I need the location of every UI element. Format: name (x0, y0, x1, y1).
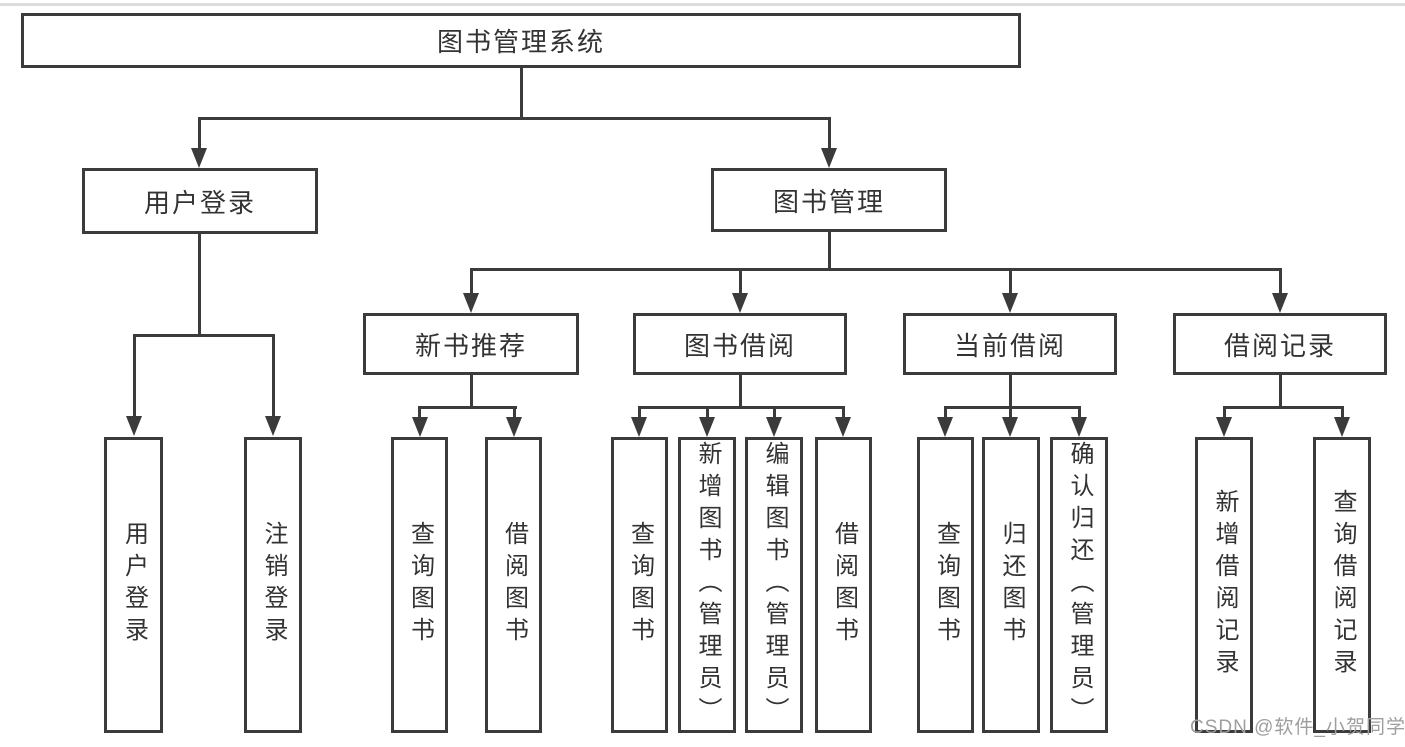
connector-line (133, 334, 136, 418)
arrowhead-icon (699, 417, 715, 437)
connector-line (739, 375, 742, 409)
node-book-borrow: 图书借阅 (633, 313, 847, 375)
connector-line (638, 406, 845, 409)
connector-line (1279, 375, 1282, 409)
leaf-current-query: 查询图书 (917, 437, 974, 733)
leaf-borrow-edit-label: 编辑图书（管理员） (761, 441, 788, 729)
leaf-user-login: 用户登录 (104, 437, 163, 733)
arrowhead-icon (1002, 417, 1018, 437)
arrowhead-icon (937, 417, 953, 437)
arrowhead-icon (191, 148, 207, 168)
leaf-record-add-label: 新增借阅记录 (1211, 489, 1238, 681)
node-borrow-record-label: 借阅记录 (1223, 330, 1336, 361)
node-root-label: 图书管理系统 (436, 27, 605, 57)
arrowhead-icon (732, 293, 748, 313)
leaf-newbook-borrow-label: 借阅图书 (500, 521, 528, 649)
arrowhead-icon (1334, 417, 1350, 437)
leaf-newbook-query-label: 查询图书 (406, 521, 434, 649)
leaf-logout: 注销登录 (244, 437, 302, 733)
connector-line (638, 406, 641, 419)
connector-line (1279, 268, 1282, 296)
connector-line (944, 406, 1081, 409)
connector-line (513, 406, 516, 419)
node-new-book-recommend-label: 新书推荐 (414, 330, 527, 361)
arrowhead-icon (506, 417, 522, 437)
arrowhead-icon (126, 416, 142, 436)
leaf-current-confirm-return-label: 确认归还（管理员） (1066, 441, 1093, 729)
connector-line (470, 268, 473, 296)
leaf-logout-label: 注销登录 (260, 521, 287, 649)
leaf-borrow-borrow-label: 借阅图书 (830, 521, 858, 649)
arrowhead-icon (821, 148, 837, 168)
connector-line (1009, 375, 1012, 409)
leaf-newbook-borrow: 借阅图书 (485, 437, 542, 733)
leaf-current-query-label: 查询图书 (932, 521, 960, 649)
connector-line (272, 334, 275, 418)
connector-line (828, 232, 831, 271)
leaf-borrow-add-label: 新增图书（管理员） (694, 441, 721, 729)
connector-line (418, 406, 517, 409)
leaf-user-login-label: 用户登录 (120, 521, 148, 649)
arrowhead-icon (1216, 417, 1232, 437)
connector-line (1009, 268, 1012, 296)
leaf-borrow-query: 查询图书 (611, 437, 668, 733)
connector-line (1223, 406, 1344, 409)
connector-line (1223, 406, 1226, 419)
arrowhead-icon (1272, 293, 1288, 313)
node-user-login: 用户登录 (82, 168, 318, 234)
connector-line (739, 268, 742, 296)
connector-line (1341, 406, 1344, 419)
leaf-borrow-add: 新增图书（管理员） (678, 437, 736, 733)
node-book-management: 图书管理 (711, 168, 947, 232)
connector-line (842, 406, 845, 419)
node-book-management-label: 图书管理 (772, 186, 885, 217)
connector-line (470, 375, 473, 409)
connector-line (133, 334, 275, 337)
leaf-borrow-borrow: 借阅图书 (815, 437, 872, 733)
scan-artifact-line (0, 3, 1405, 6)
connector-line (470, 268, 1282, 271)
node-borrow-record: 借阅记录 (1173, 313, 1387, 375)
connector-line (944, 406, 947, 419)
leaf-borrow-edit: 编辑图书（管理员） (745, 437, 803, 733)
arrowhead-icon (631, 417, 647, 437)
node-current-borrow-label: 当前借阅 (953, 330, 1066, 361)
node-current-borrow: 当前借阅 (903, 313, 1117, 375)
leaf-borrow-query-label: 查询图书 (626, 521, 654, 649)
connector-line (418, 406, 421, 419)
connector-line (1078, 406, 1081, 419)
connector-line (198, 234, 201, 336)
connector-line (198, 117, 201, 150)
node-book-borrow-label: 图书借阅 (683, 330, 796, 361)
arrowhead-icon (463, 293, 479, 313)
node-new-book-recommend: 新书推荐 (363, 313, 579, 375)
leaf-record-query: 查询借阅记录 (1313, 437, 1371, 733)
connector-line (520, 68, 523, 119)
leaf-current-confirm-return: 确认归还（管理员） (1050, 437, 1108, 733)
arrowhead-icon (1002, 293, 1018, 313)
connector-line (198, 117, 831, 120)
node-user-login-label: 用户登录 (143, 187, 256, 218)
arrowhead-icon (835, 417, 851, 437)
csdn-watermark: CSDN @软件_小贺同学 (1190, 717, 1405, 738)
connector-line (1009, 406, 1012, 419)
leaf-newbook-query: 查询图书 (391, 437, 448, 733)
arrowhead-icon (412, 417, 428, 437)
leaf-current-return-label: 归还图书 (998, 521, 1025, 649)
connector-line (828, 117, 831, 150)
arrowhead-icon (766, 417, 782, 437)
leaf-record-add: 新增借阅记录 (1195, 437, 1253, 733)
connector-line (706, 406, 709, 419)
node-root-system: 图书管理系统 (21, 13, 1021, 68)
arrowhead-icon (1071, 417, 1087, 437)
connector-line (773, 406, 776, 419)
leaf-current-return: 归还图书 (982, 437, 1040, 733)
leaf-record-query-label: 查询借阅记录 (1329, 489, 1356, 681)
arrowhead-icon (265, 416, 281, 436)
